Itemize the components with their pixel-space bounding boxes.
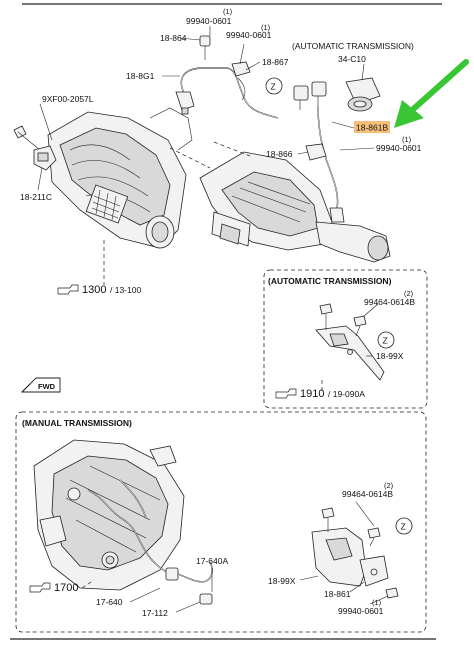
svg-text:Z: Z	[401, 522, 406, 532]
pointing-hand-icon	[275, 388, 297, 399]
ref-1910-sub: / 19-090A	[328, 389, 365, 399]
label-99464-b: 99464-0614B	[342, 489, 393, 499]
manual-bolt-a[interactable]	[321, 507, 335, 532]
label-18-866: 18-866	[266, 149, 293, 159]
qty-99940-c: (1)	[402, 135, 412, 144]
harness-clip-b[interactable]	[231, 61, 251, 101]
manual-transmission-case[interactable]	[33, 439, 185, 591]
highlight-18-861b[interactable]: 18-861B	[354, 121, 390, 133]
auto-bracket[interactable]	[315, 325, 385, 381]
label-99940-c: 99940-0601	[376, 143, 422, 153]
harness-bracket[interactable]	[345, 77, 381, 112]
label-99464-a: 99464-0614B	[364, 297, 415, 307]
auto-bolt-a[interactable]	[319, 303, 333, 330]
ref-link-exhaust	[169, 141, 251, 169]
ref-1700[interactable]: 1700	[29, 582, 78, 594]
label-17-640: 17-640	[96, 597, 123, 607]
ref-link-1700	[81, 579, 95, 589]
ref-1300-number: 1300	[82, 284, 106, 296]
qty-99940-b: (1)	[261, 23, 271, 32]
leader-18861	[349, 581, 365, 593]
sensor-connectors[interactable]	[293, 81, 327, 110]
detail-z-marker-mid: Z	[377, 331, 395, 349]
detail-z-marker-top: Z	[265, 77, 283, 95]
label-18-99x-a: 18-99X	[376, 351, 404, 361]
label-99940-d: 99940-0601	[338, 606, 384, 616]
manual-bolt-b[interactable]	[367, 527, 381, 547]
front-oxygen-sensor-harness[interactable]	[175, 67, 279, 119]
label-17-640a: 17-640A	[196, 556, 228, 566]
label-18-867: 18-867	[262, 57, 289, 67]
detail-z-marker-bottom: Z	[395, 517, 413, 535]
map-sensor[interactable]	[33, 145, 57, 171]
label-18-8g1: 18-8G1	[126, 71, 155, 81]
ref-1910-number: 1910	[300, 388, 324, 400]
leader-99464-a	[363, 303, 379, 317]
speed-sensor-connector[interactable]	[177, 561, 213, 605]
leader-9xf00	[39, 103, 53, 141]
leader-1899x-b	[299, 575, 319, 581]
rear-oxygen-sensor-harness[interactable]	[317, 105, 345, 223]
header-manual: (MANUAL TRANSMISSION)	[22, 418, 132, 428]
highlight-box	[354, 121, 390, 133]
svg-text:Z: Z	[383, 336, 388, 346]
leader-99940-d	[369, 595, 389, 605]
speed-sensor-harness[interactable]	[87, 479, 179, 581]
harness-clip-a[interactable]	[199, 35, 211, 60]
label-18-861: 18-861	[324, 589, 351, 599]
pointing-hand-icon	[29, 582, 51, 593]
z-label: Z	[271, 82, 276, 92]
leader-17112	[175, 601, 201, 613]
auto-transmission-box	[263, 269, 428, 409]
label-99940-a: 99940-0601	[186, 16, 232, 26]
intake-manifold[interactable]	[47, 107, 193, 249]
pointing-hand-icon	[57, 284, 79, 295]
qty-99464-b: (2)	[384, 481, 394, 490]
sensor-bolt[interactable]	[13, 125, 41, 151]
exhaust-manifold[interactable]	[199, 151, 391, 263]
qty-99940-d: (1)	[372, 598, 382, 607]
auto-bolt-b[interactable]	[353, 315, 367, 337]
ref-1300-sub: / 13-100	[110, 285, 141, 295]
fwd-label: FWD	[38, 382, 56, 391]
header-auto-box: (AUTOMATIC TRANSMISSION)	[268, 276, 392, 286]
label-9xf00: 9XF00-2057L	[42, 94, 94, 104]
label-99940-b: 99940-0601	[226, 30, 272, 40]
label-17-112: 17-112	[142, 608, 168, 618]
leader-17640	[129, 587, 161, 603]
ref-1300[interactable]: 1300 / 13-100	[57, 284, 141, 296]
label-34-c10: 34-C10	[338, 54, 366, 64]
label-18-864: 18-864	[160, 33, 187, 43]
top-leader-lines	[162, 26, 375, 155]
label-18-861b: 18-861B	[356, 123, 388, 133]
label-18-211c: 18-211C	[20, 192, 52, 202]
qty-99940-a: (1)	[223, 7, 233, 16]
manual-bolt-c[interactable]	[385, 587, 399, 599]
ref-1910[interactable]: 1910 / 19-090A	[275, 388, 365, 400]
header-auto-top: (AUTOMATIC TRANSMISSION)	[292, 41, 414, 51]
manual-bracket[interactable]	[311, 527, 389, 587]
manual-transmission-box	[15, 411, 427, 633]
ref-1700-number: 1700	[54, 582, 78, 594]
harness-clamp[interactable]	[305, 143, 327, 161]
green-arrow-icon	[394, 59, 469, 128]
forward-arrow-icon: FWD	[20, 377, 61, 393]
label-18-99x-b: 18-99X	[268, 576, 296, 586]
leader-99464-b	[355, 501, 375, 527]
qty-99464-a: (2)	[404, 289, 414, 298]
leader-18211c	[37, 167, 43, 191]
